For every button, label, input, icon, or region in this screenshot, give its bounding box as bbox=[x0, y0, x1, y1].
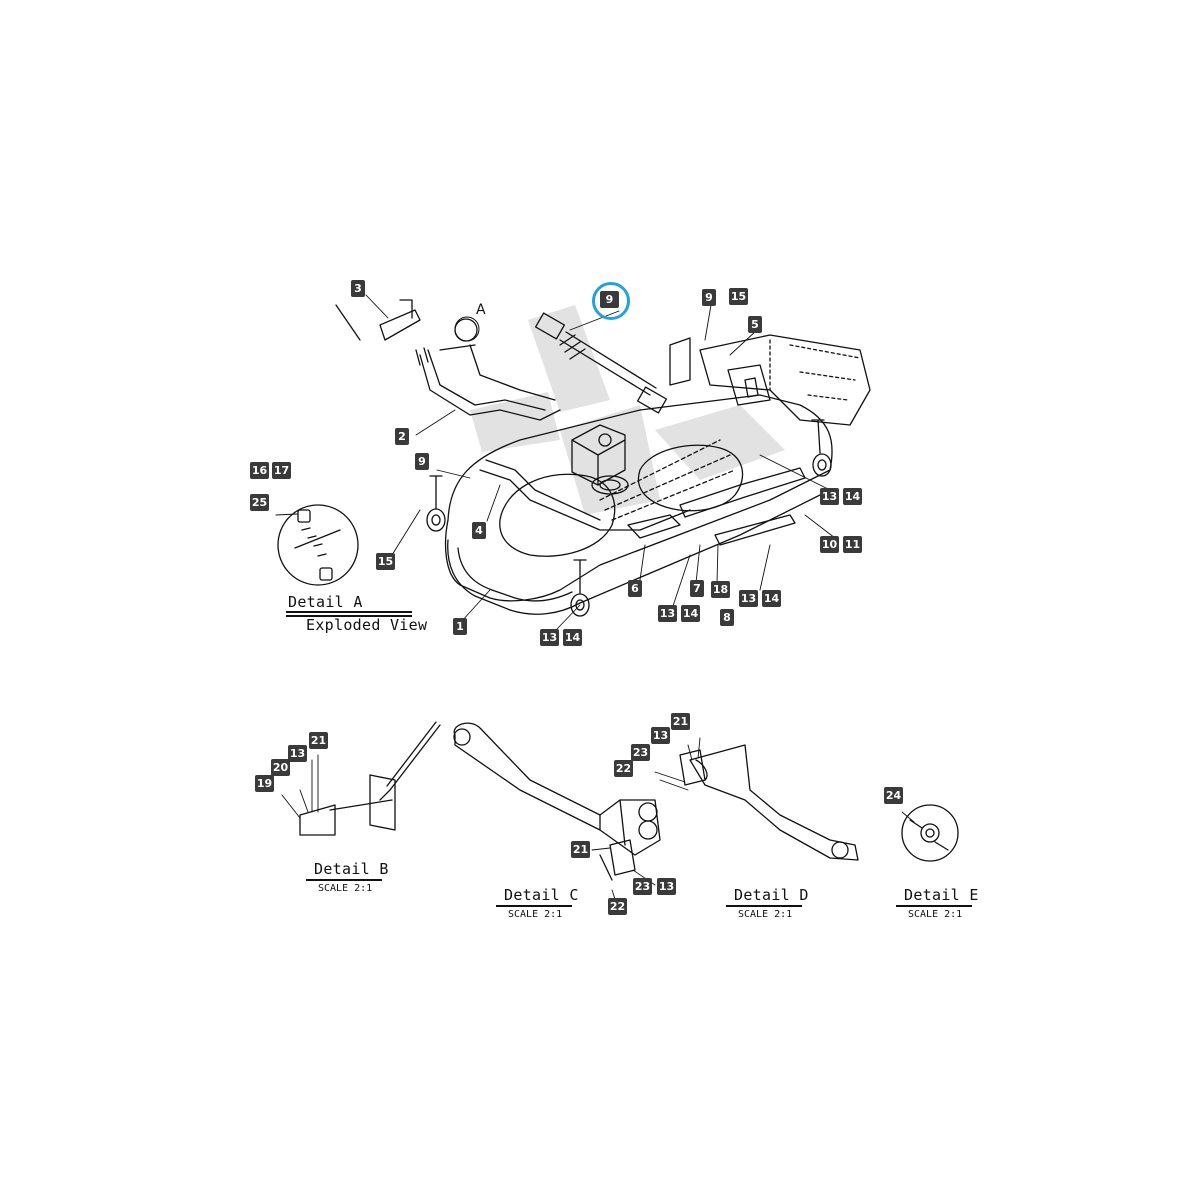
callout-badge[interactable]: 13 bbox=[739, 590, 758, 607]
callout-badge[interactable]: 14 bbox=[762, 590, 781, 607]
callout-badge[interactable]: 24 bbox=[884, 787, 903, 804]
callout-badge[interactable]: 23 bbox=[631, 744, 650, 761]
detail-a-marker: A bbox=[476, 302, 486, 318]
callout-badge[interactable]: 7 bbox=[690, 580, 704, 597]
callout-badge[interactable]: 13 bbox=[288, 745, 307, 762]
callout-badge[interactable]: 22 bbox=[614, 760, 633, 777]
detail-e-circle bbox=[901, 804, 959, 862]
callout-badge[interactable]: 10 bbox=[820, 536, 839, 553]
callout-badge[interactable]: 13 bbox=[657, 878, 676, 895]
callout-badge[interactable]: 1 bbox=[453, 618, 467, 635]
detail-e-scale: SCALE 2:1 bbox=[908, 909, 963, 920]
callout-badge[interactable]: 13 bbox=[651, 727, 670, 744]
callout-badge[interactable]: 8 bbox=[720, 609, 734, 626]
rear-bracket bbox=[669, 337, 771, 406]
detail-d-drawing bbox=[654, 737, 859, 861]
detail-c-title: Detail C bbox=[504, 886, 579, 904]
callout-badge[interactable]: 17 bbox=[272, 462, 291, 479]
callout-badge[interactable]: 5 bbox=[748, 316, 762, 333]
gearbox bbox=[571, 424, 629, 495]
underline bbox=[896, 905, 972, 907]
deck-recess bbox=[637, 444, 744, 512]
leader-lines bbox=[365, 294, 836, 631]
lift-bar bbox=[485, 459, 601, 521]
callout-badge[interactable]: 14 bbox=[563, 629, 582, 646]
callout-badge[interactable]: 22 bbox=[608, 898, 627, 915]
underline bbox=[286, 611, 412, 613]
callout-badge[interactable]: 11 bbox=[843, 536, 862, 553]
callout-badge[interactable]: 19 bbox=[255, 775, 274, 792]
deck-recess bbox=[499, 473, 616, 557]
callout-badge[interactable]: 15 bbox=[729, 288, 748, 305]
underline bbox=[286, 615, 412, 617]
underline bbox=[306, 879, 382, 881]
detail-c-drawing bbox=[453, 722, 661, 903]
detail-e-drawing bbox=[901, 804, 959, 862]
shadow-plane bbox=[528, 305, 610, 412]
callout-badge[interactable]: 3 bbox=[351, 280, 365, 297]
callout-badge[interactable]: 9 bbox=[415, 453, 429, 470]
callout-badge[interactable]: 25 bbox=[250, 494, 269, 511]
caster-wheel bbox=[426, 475, 446, 532]
detail-a-title: Detail A bbox=[288, 593, 363, 611]
callout-badge[interactable]: 9 bbox=[702, 289, 716, 306]
lift-lever bbox=[335, 299, 421, 341]
detail-a-drawing bbox=[275, 504, 359, 586]
callout-badge[interactable]: 15 bbox=[376, 553, 395, 570]
detail-b-title: Detail B bbox=[314, 860, 389, 878]
callout-badge[interactable]: 16 bbox=[250, 462, 269, 479]
drive-shaft bbox=[534, 312, 668, 414]
callout-badge[interactable]: 2 bbox=[395, 428, 409, 445]
mower-deck-skirt bbox=[447, 489, 831, 615]
callout-badge[interactable]: 21 bbox=[309, 732, 328, 749]
detail-a-subtitle: Exploded View bbox=[306, 616, 428, 634]
link-rod bbox=[627, 514, 681, 539]
callout-badge[interactable]: 21 bbox=[671, 713, 690, 730]
shadow-plane bbox=[560, 405, 660, 515]
highlight-ring bbox=[592, 282, 630, 320]
detail-e-title: Detail E bbox=[904, 886, 979, 904]
callout-badge-highlighted[interactable]: 9 bbox=[600, 291, 619, 308]
callout-badge[interactable]: 6 bbox=[628, 580, 642, 597]
shadow-plane bbox=[655, 405, 785, 480]
lift-bar bbox=[479, 469, 691, 531]
mower-deck-lip bbox=[457, 547, 573, 602]
callout-badge[interactable]: 14 bbox=[681, 605, 700, 622]
caster-wheel bbox=[570, 559, 590, 617]
callout-badge[interactable]: 20 bbox=[271, 759, 290, 776]
discharge-hatch bbox=[769, 339, 861, 401]
underline bbox=[496, 905, 572, 907]
turnbuckle bbox=[714, 514, 796, 546]
belt-path bbox=[599, 439, 736, 521]
callout-badge[interactable]: 13 bbox=[658, 605, 677, 622]
detail-b-drawing bbox=[281, 721, 441, 836]
detail-d-scale: SCALE 2:1 bbox=[738, 909, 793, 920]
main-assembly bbox=[335, 294, 871, 631]
detail-a-indicator bbox=[454, 316, 480, 342]
callout-badge[interactable]: 13 bbox=[820, 488, 839, 505]
deck-handle bbox=[415, 318, 561, 421]
callout-badge[interactable]: 4 bbox=[472, 522, 486, 539]
detail-a-circle bbox=[277, 504, 359, 586]
callout-badge[interactable]: 14 bbox=[843, 488, 862, 505]
shadow-plane bbox=[470, 392, 560, 452]
caster-wheel bbox=[811, 419, 832, 477]
discharge-housing bbox=[699, 334, 871, 426]
underline bbox=[726, 905, 802, 907]
detail-c-scale: SCALE 2:1 bbox=[508, 909, 563, 920]
callout-badge[interactable]: 13 bbox=[540, 629, 559, 646]
detail-d-title: Detail D bbox=[734, 886, 809, 904]
callout-badge[interactable]: 18 bbox=[711, 581, 730, 598]
callout-badge[interactable]: 23 bbox=[633, 878, 652, 895]
detail-b-scale: SCALE 2:1 bbox=[318, 883, 373, 894]
callout-badge[interactable]: 21 bbox=[571, 841, 590, 858]
